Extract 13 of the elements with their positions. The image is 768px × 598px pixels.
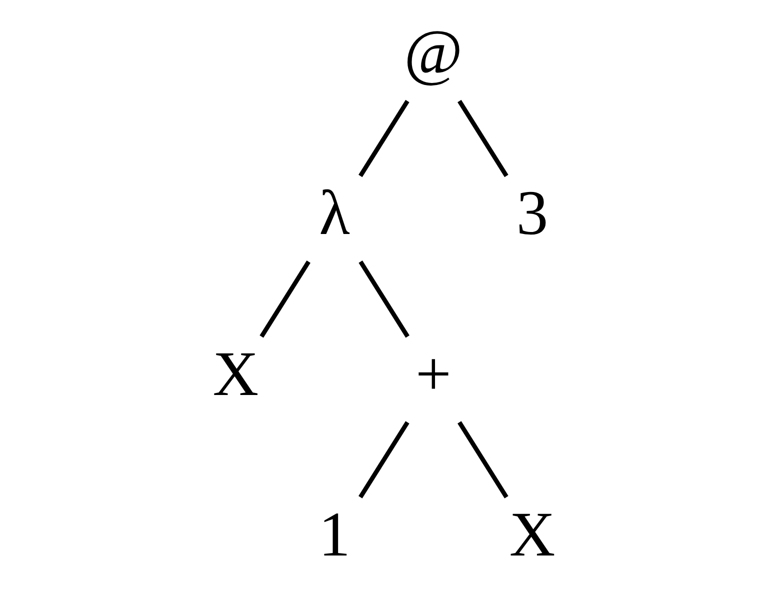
connector (260, 260, 310, 338)
node-text: + (416, 338, 452, 409)
node-text: λ (319, 177, 350, 248)
node-text: X (212, 338, 259, 409)
node-text: 3 (516, 177, 548, 248)
connector (458, 100, 508, 178)
connector (358, 421, 410, 498)
node-text: X (509, 498, 556, 570)
node-text: 1 (318, 498, 350, 570)
connector (358, 260, 410, 338)
connector (458, 421, 508, 498)
node-text: @ (404, 16, 463, 88)
connector (358, 100, 410, 178)
